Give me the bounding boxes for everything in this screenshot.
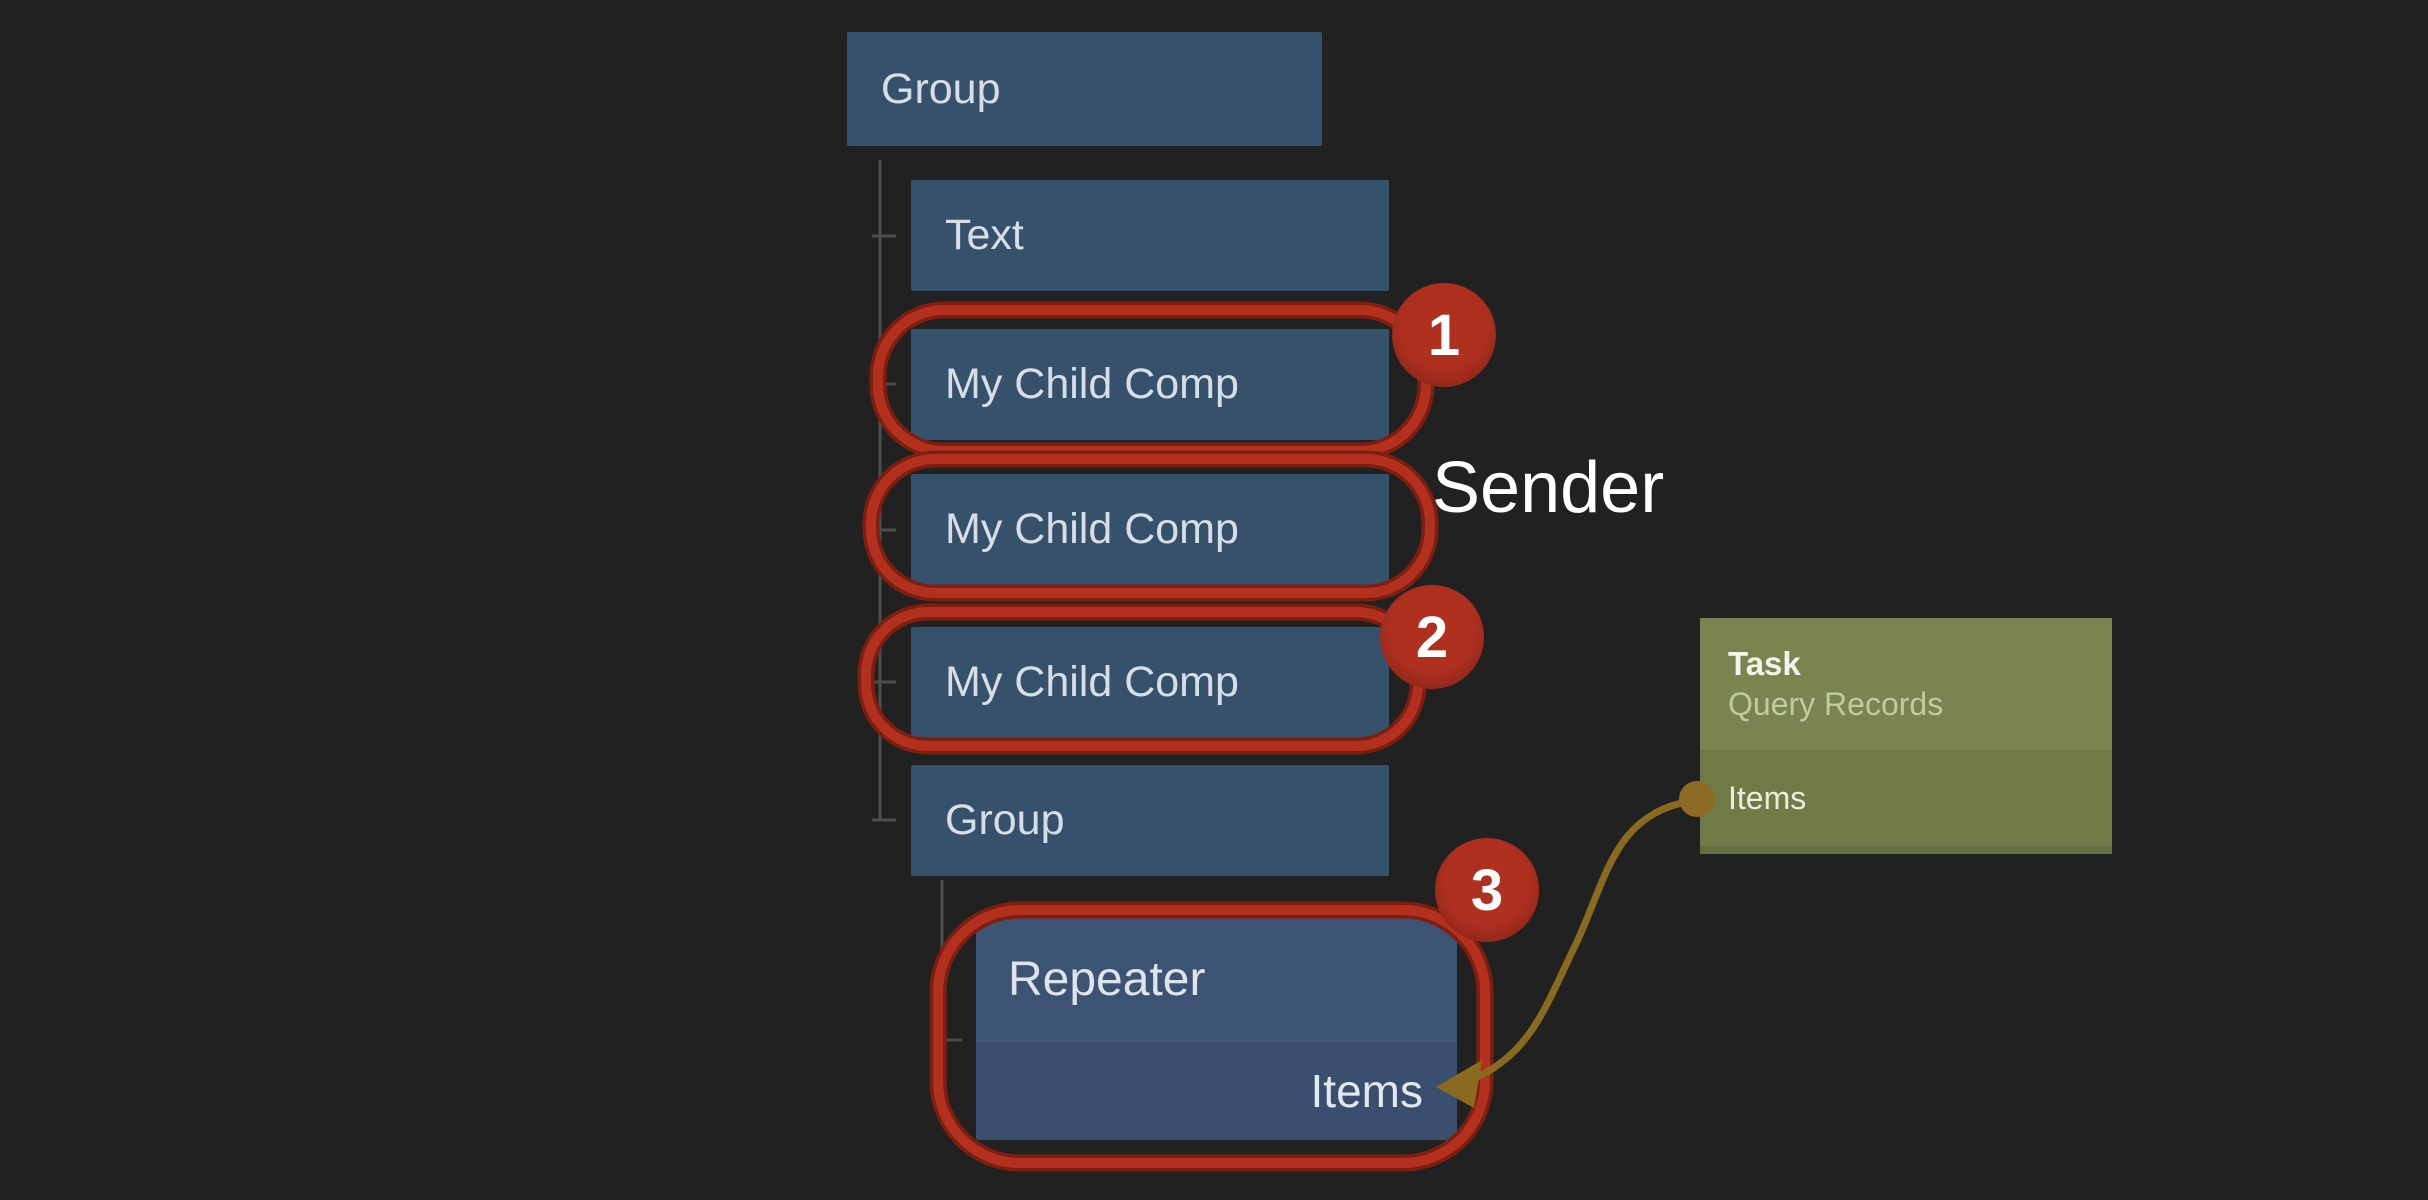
tree-node-repeater[interactable]: Repeater Items (976, 918, 1457, 1140)
badge-number: 3 (1470, 857, 1504, 923)
sender-annotation-label: Sender (1432, 448, 1665, 528)
task-items-output-port[interactable]: Items (1728, 779, 1807, 816)
tree-node-group-root[interactable]: Group (847, 32, 1322, 146)
task-card-output-row: Items (1700, 750, 2112, 854)
node-label: My Child Comp (945, 505, 1239, 553)
node-label: Text (945, 211, 1024, 259)
node-label: Group (945, 796, 1065, 844)
annotation-badge-2: 2 (1380, 585, 1484, 689)
node-label: Repeater (1008, 952, 1206, 1006)
node-label: My Child Comp (945, 360, 1239, 408)
tree-connector-lines (872, 160, 962, 1042)
repeater-items-input-port[interactable]: Items (1310, 1065, 1423, 1117)
annotation-badge-3: 3 (1435, 838, 1539, 942)
node-label: Group (881, 64, 1001, 113)
task-card[interactable]: Task Query Records Items (1700, 618, 2112, 854)
annotation-badge-1: 1 (1392, 283, 1496, 387)
tree-node-group-nested[interactable]: Group (911, 765, 1389, 876)
badge-number: 2 (1415, 604, 1449, 670)
tree-node-my-child-comp-3[interactable]: My Child Comp (911, 627, 1389, 738)
task-subtitle: Query Records (1728, 685, 1944, 722)
task-title: Task (1728, 644, 1801, 682)
tree-node-my-child-comp-2[interactable]: My Child Comp (911, 474, 1389, 585)
node-label: My Child Comp (945, 658, 1239, 706)
repeater-body: Items (976, 1040, 1457, 1140)
tree-node-my-child-comp-1[interactable]: My Child Comp (911, 329, 1389, 440)
badge-number: 1 (1427, 302, 1461, 368)
tree-node-text[interactable]: Text (911, 180, 1389, 291)
repeater-header: Repeater (976, 918, 1457, 1040)
task-card-header: Task Query Records (1700, 618, 2112, 750)
